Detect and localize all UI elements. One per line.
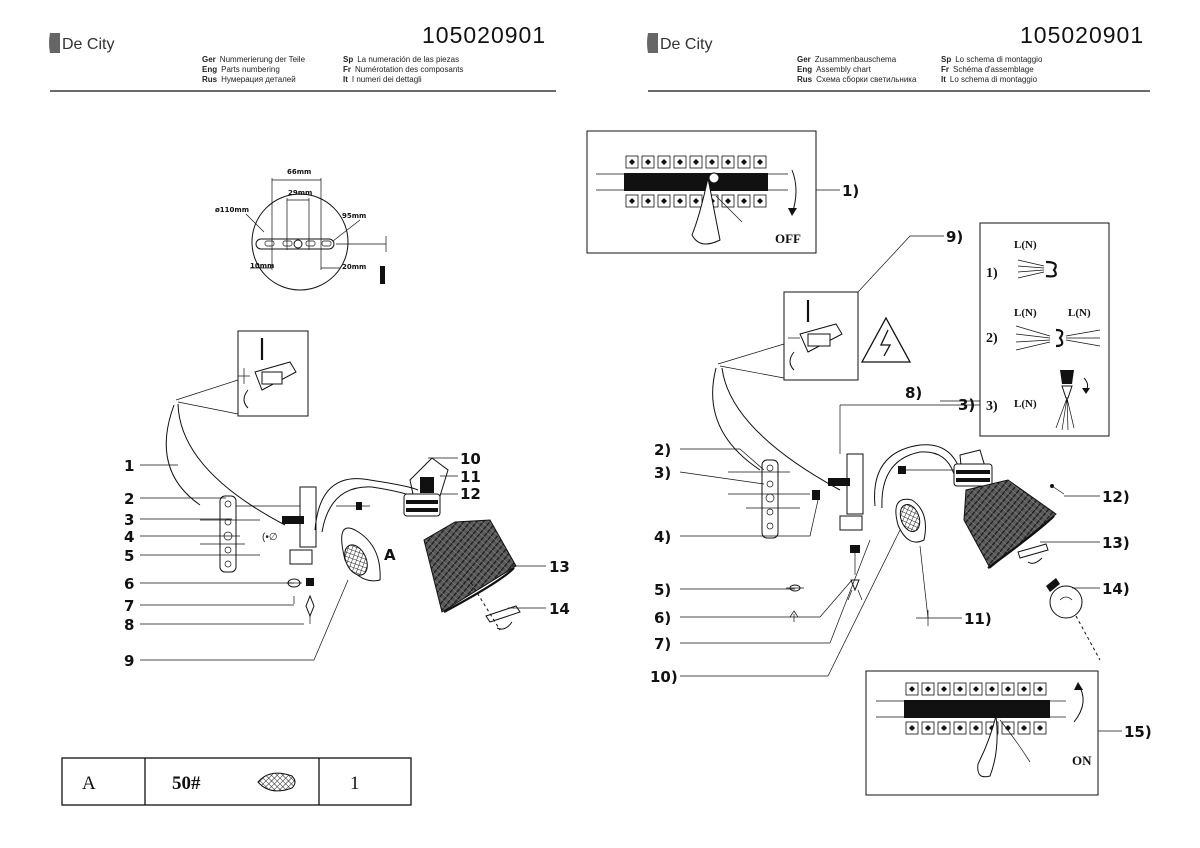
dim-20: 20mm — [342, 263, 366, 271]
callout-1: 1 — [124, 457, 134, 475]
wiring-ln-1: L(N) — [1014, 239, 1037, 251]
logo-icon: De City — [647, 33, 712, 53]
step-14: 14) — [1102, 580, 1130, 598]
callout-11: 11 — [460, 468, 481, 486]
callout-4: 4 — [124, 528, 134, 546]
shade-icon — [963, 479, 1057, 569]
step-2: 2) — [654, 441, 671, 459]
callout-12: 12 — [460, 485, 481, 503]
svg-text:ItI numeri dei dettagli: ItI numeri dei dettagli — [343, 75, 422, 84]
logo-text: De City — [660, 36, 712, 53]
terminal-strip-bottom — [905, 721, 1047, 735]
dim-diameter: ø110mm — [215, 206, 249, 214]
step-4: 4) — [654, 528, 671, 546]
step-13: 13) — [1102, 534, 1130, 552]
right-exploded-lamp: 9) 8) — [650, 228, 1130, 686]
dim-10: 10mm — [250, 262, 274, 270]
step-8: 8) — [905, 384, 922, 402]
mounting-plate-dimension-drawing: 66mm 29mm ø110mm 95mm 10mm 20mm — [215, 168, 387, 291]
callout-14: 14 — [549, 600, 570, 618]
terminal-block-icon — [237, 330, 309, 417]
parts-table: A 50# 1 — [61, 757, 412, 806]
high-voltage-warning-icon — [860, 316, 912, 363]
switch-off-panel: OFF 1) — [586, 130, 859, 254]
callout-7: 7 — [124, 597, 134, 615]
step-7: 7) — [654, 635, 671, 653]
on-label: ON — [1072, 753, 1092, 768]
callout-9: 9 — [124, 652, 134, 670]
callout-5: 5 — [124, 547, 134, 565]
crystal-icon — [257, 772, 296, 792]
table-qty: 1 — [350, 773, 360, 794]
dim-66: 66mm — [287, 168, 311, 176]
logo-text: De City — [62, 36, 114, 53]
callout-6: 6 — [124, 575, 134, 593]
off-label: OFF — [775, 231, 801, 246]
callout-10: 10 — [460, 450, 481, 468]
callout-3: 3 — [124, 511, 134, 529]
wiring-ln-2b: L(N) — [1068, 307, 1091, 319]
wiring-options-panel: L(N) 1) L(N) L(N) 2) 3) L(N) 3) — [940, 222, 1110, 437]
wiring-option-2: 2) — [986, 331, 998, 346]
terminal-block-icon — [783, 291, 859, 381]
callout-2: 2 — [124, 490, 134, 508]
product-code: 105020901 — [1020, 22, 1144, 48]
svg-text:(•∅: (•∅ — [262, 532, 278, 543]
wiring-ln-2a: L(N) — [1014, 307, 1037, 319]
left-exploded-lamp: (•∅ — [124, 330, 570, 670]
table-spec: 50# — [172, 773, 201, 794]
shade-icon — [423, 519, 517, 613]
terminal-strip-top — [625, 155, 767, 169]
switch-on-panel: ON 15) — [865, 670, 1152, 796]
wiring-option-3: 3) — [986, 399, 998, 414]
product-code: 105020901 — [422, 22, 546, 48]
terminal-strip-top — [905, 682, 1047, 696]
callout-8: 8 — [124, 616, 134, 634]
step-12: 12) — [1102, 488, 1130, 506]
switch-off-icon — [691, 172, 743, 245]
step-5: 5) — [654, 581, 671, 599]
step-15: 15) — [1124, 723, 1152, 741]
step-1: 1) — [842, 182, 859, 200]
table-letter: A — [82, 773, 96, 794]
wiring-option-1: 1) — [986, 266, 998, 281]
step-11: 11) — [964, 610, 992, 628]
terminal-strip-bottom — [625, 194, 767, 208]
callout-13: 13 — [549, 558, 570, 576]
step-10: 10) — [650, 668, 678, 686]
bulb-icon — [1046, 578, 1083, 619]
detail-letter-a: A — [384, 546, 396, 564]
step-6: 6) — [654, 609, 671, 627]
logo-icon: De City — [49, 33, 114, 53]
step-3: 3) — [654, 464, 671, 482]
dim-29: 29mm — [288, 189, 312, 197]
step-9: 9) — [946, 228, 963, 246]
wiring-ln-3: L(N) — [1014, 398, 1037, 410]
dim-95: 95mm — [342, 212, 366, 220]
switch-on-icon — [977, 715, 1031, 778]
